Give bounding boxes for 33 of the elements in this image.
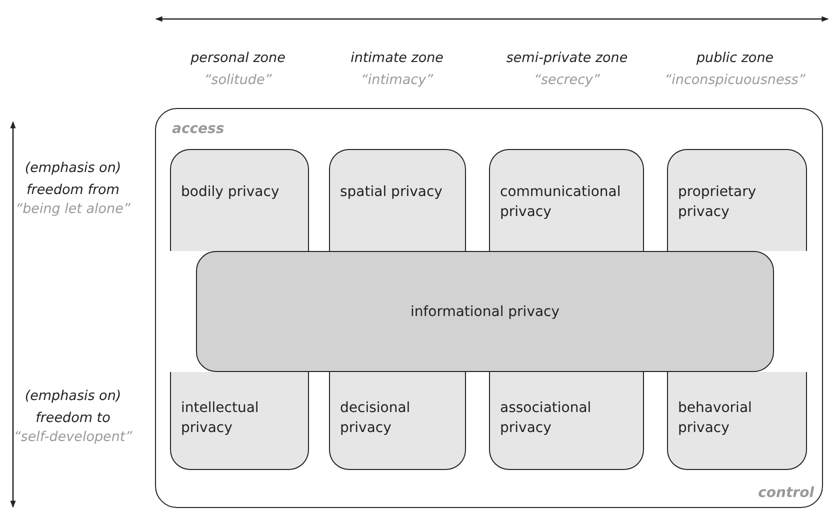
box-label: communicational privacy	[500, 183, 622, 222]
zone-label: (emphasis on) freedom from	[24, 159, 122, 200]
category-box	[170, 372, 309, 470]
corner-label: access	[172, 120, 224, 139]
box-label: decisional privacy	[340, 399, 412, 438]
zone-label: public zone	[696, 50, 774, 66]
box-label: spatial privacy	[340, 183, 444, 202]
box-label: proprietary privacy	[678, 183, 758, 222]
quote-label: “secrecy”	[534, 72, 600, 88]
central-box	[196, 251, 774, 372]
box-label: behavorial privacy	[678, 399, 753, 438]
quote-label: “inconspicuousness”	[664, 72, 806, 88]
quote-label: “being let alone”	[16, 201, 130, 217]
zone-label: (emphasis on) freedom to	[24, 387, 122, 428]
box-label: associational privacy	[500, 399, 592, 438]
category-box	[489, 149, 644, 251]
quote-label: “solitude”	[204, 72, 272, 88]
zone-label: personal zone	[190, 50, 286, 66]
box-label: intellectual privacy	[181, 399, 260, 438]
category-box	[667, 372, 807, 470]
category-box	[329, 372, 466, 470]
category-box	[329, 149, 466, 251]
container-box	[155, 108, 823, 508]
category-box	[170, 149, 309, 251]
quote-label: “self-developent”	[14, 429, 132, 445]
quote-label: “intimacy”	[360, 72, 434, 88]
zone-label: semi-private zone	[506, 50, 628, 66]
box-label: informational privacy	[409, 303, 561, 322]
zone-label: intimate zone	[350, 50, 444, 66]
box-label: bodily privacy	[181, 183, 280, 202]
category-box	[667, 149, 807, 251]
category-box	[489, 372, 644, 470]
corner-label: control	[758, 484, 814, 503]
